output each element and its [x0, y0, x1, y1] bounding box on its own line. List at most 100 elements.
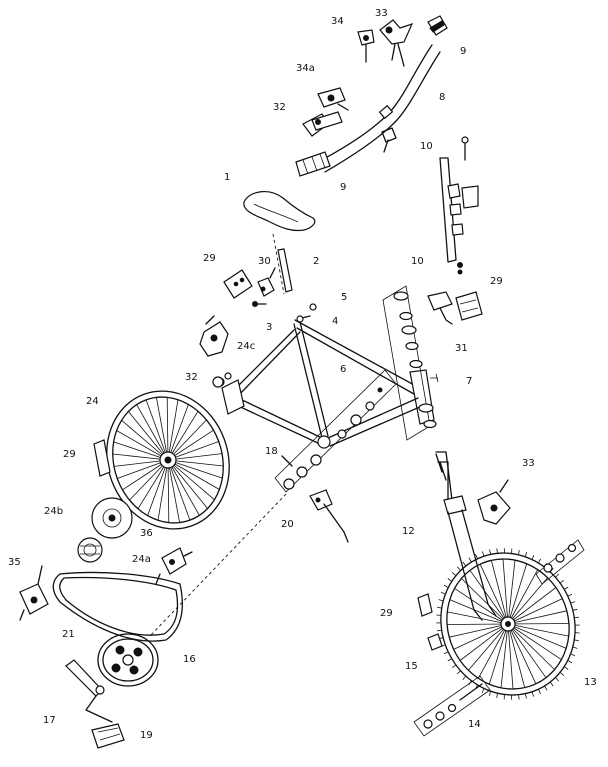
wheel-spoke — [507, 623, 567, 649]
tire-tread-mark — [531, 554, 535, 560]
seatpost — [277, 248, 293, 293]
part-label-17: 17 — [43, 715, 56, 726]
handlebar-grip-left — [295, 151, 331, 177]
wheel-spoke — [116, 430, 169, 461]
reflector-seat — [223, 269, 253, 299]
front-derailleur-cage — [427, 291, 453, 325]
part-label-33-top: 33 — [375, 8, 388, 19]
wheel-spoke — [167, 453, 223, 461]
wheel-spoke — [502, 558, 509, 625]
wheel-spoke — [507, 623, 569, 637]
brake-lever-right — [379, 19, 414, 67]
tire-tread-mark — [496, 548, 498, 554]
wheel-spoke — [477, 623, 509, 679]
tire-tread-mark — [456, 670, 461, 675]
tire-tread-mark — [567, 660, 573, 664]
saddle-guide-line — [272, 233, 285, 295]
part-label-13: 13 — [584, 677, 597, 688]
part-label-36: 36 — [140, 528, 153, 539]
tire-tread-mark — [574, 632, 580, 634]
part-label-24: 24 — [86, 396, 99, 407]
part-label-29-rear: 29 — [63, 449, 76, 460]
wheel-spoke — [468, 623, 509, 671]
headset-parts — [382, 285, 439, 441]
seat-bolt-nut — [296, 303, 317, 323]
part-label-29-right: 29 — [490, 276, 503, 287]
wheel-spoke — [157, 459, 169, 521]
wheel-spoke — [113, 441, 169, 461]
front-derailleur — [19, 565, 49, 621]
stem-quill — [439, 136, 479, 275]
reflector-rear-wheel — [93, 439, 111, 477]
part-label-8: 8 — [439, 92, 445, 103]
part-label-9-left: 9 — [340, 182, 346, 193]
seat-bolt — [252, 301, 267, 307]
wheel-spoke — [166, 397, 169, 461]
wheel-spoke — [167, 459, 223, 479]
wheel-spoke — [167, 459, 200, 516]
tire-tread-mark — [496, 693, 498, 699]
wheel-spoke — [136, 404, 169, 461]
reflector-front-wheel — [417, 593, 433, 617]
part-label-29-seat: 29 — [203, 253, 216, 264]
tire-tread-mark — [489, 691, 491, 696]
tire-tread-mark — [572, 608, 578, 611]
tire-tread-mark — [555, 573, 560, 578]
part-label-33-front: 33 — [522, 458, 535, 469]
tire-tread-mark — [525, 552, 527, 557]
part-label-29-front: 29 — [380, 608, 393, 619]
wheel-spoke — [117, 459, 169, 479]
front-hub-parts — [535, 539, 585, 585]
tire-tread-mark — [555, 677, 560, 682]
part-label-18: 18 — [265, 446, 278, 457]
part-label-2: 2 — [313, 256, 319, 267]
part-label-32-brake: 32 — [185, 372, 198, 383]
wheel-spoke — [121, 419, 169, 461]
tire-tread-mark — [518, 694, 520, 700]
part-label-1: 1 — [224, 172, 230, 183]
wheel-spoke — [167, 404, 189, 461]
tire-tread-mark — [570, 601, 576, 604]
tire-tread-mark — [538, 558, 541, 564]
part-label-35: 35 — [8, 557, 21, 568]
wheel-spoke — [112, 453, 169, 461]
tire-tread-mark — [489, 549, 492, 555]
wheel-spoke — [167, 459, 191, 521]
wheel-spoke — [453, 623, 509, 650]
brake-lever-left — [302, 111, 343, 137]
tire-tread-mark — [559, 579, 565, 584]
stem — [381, 127, 397, 153]
rear-axle-parts — [212, 372, 232, 388]
wheel-spoke — [507, 623, 514, 690]
wheel-spoke — [479, 564, 509, 625]
tire-tread-mark — [468, 557, 472, 563]
wheel-spoke — [454, 588, 509, 625]
part-label-10-stem: 10 — [420, 141, 433, 152]
wheel-spoke — [459, 623, 509, 661]
shifter-left — [317, 87, 349, 111]
spoke-protector — [91, 497, 133, 539]
part-label-31: 31 — [455, 343, 468, 354]
part-label-32-top: 32 — [273, 102, 286, 113]
wheel-spoke — [507, 623, 555, 670]
wheel-spoke — [167, 410, 199, 461]
wheel-spoke — [507, 598, 563, 625]
wheel-spoke — [488, 623, 509, 685]
wheel-spoke — [507, 623, 526, 688]
wheel-spoke — [507, 560, 516, 625]
tire-tread-mark — [437, 606, 442, 609]
tire-tread-mark — [456, 566, 461, 571]
part-labels: 1 2 3 4 5 6 7 8 9 9 10 10 12 13 14 15 16… — [8, 8, 597, 741]
saddle — [243, 191, 316, 232]
wheel-spoke — [129, 459, 169, 501]
part-label-7: 7 — [466, 376, 472, 387]
tire-tread-mark — [559, 672, 565, 676]
part-label-24c: 24c — [237, 341, 255, 352]
rear-wheel — [106, 390, 230, 530]
chainwheel — [97, 633, 159, 687]
wheel-spoke — [447, 611, 509, 625]
wheel-spoke — [500, 623, 509, 688]
tire-tread-mark — [438, 599, 444, 602]
tire-tread-mark — [574, 639, 579, 642]
wheel-spoke — [507, 563, 528, 625]
